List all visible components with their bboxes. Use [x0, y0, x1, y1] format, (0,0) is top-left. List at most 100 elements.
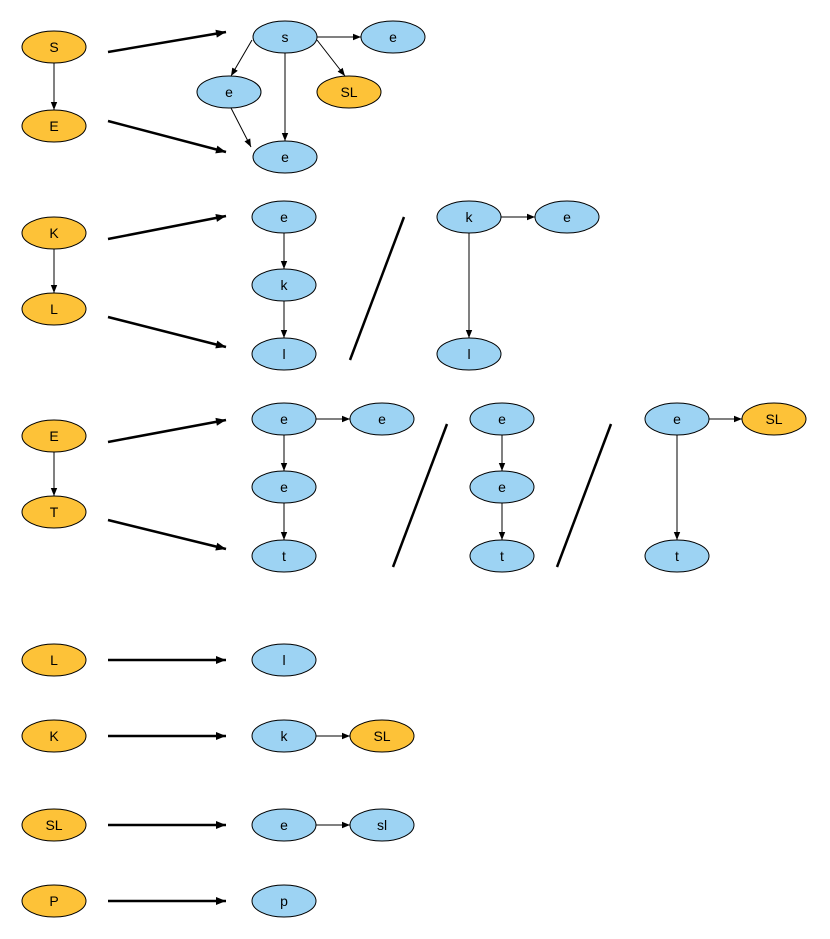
node-ellipse [21, 884, 87, 918]
node-ellipse [316, 75, 382, 109]
node-ellipse [21, 808, 87, 842]
node-r3c_t: t [644, 539, 710, 573]
node-label: e [225, 84, 233, 100]
node-r6_sl: sl [349, 808, 415, 842]
node-ellipse [436, 337, 502, 371]
node-label: s [282, 29, 289, 45]
node-label: K [49, 225, 59, 241]
node-r2a_k: k [251, 268, 317, 302]
node-ellipse [741, 402, 807, 436]
node-ellipse [251, 643, 317, 677]
node-label: K [49, 728, 59, 744]
node-label: sl [377, 817, 387, 833]
node-label: SL [45, 817, 62, 833]
node-ellipse [196, 75, 262, 109]
node-r1_E: E [21, 109, 87, 143]
node-ellipse [21, 216, 87, 250]
rule-arrow-1 [107, 29, 227, 54]
node-label: e [673, 411, 681, 427]
node-ellipse [644, 402, 710, 436]
node-r3c_SL: SL [741, 402, 807, 436]
node-label: P [49, 893, 58, 909]
node-r5_K: K [21, 719, 87, 753]
node-ellipse [21, 30, 87, 64]
node-r2b_k: k [436, 200, 502, 234]
node-ellipse [436, 200, 502, 234]
node-r7_p: p [251, 884, 317, 918]
node-label: e [280, 817, 288, 833]
node-label: S [49, 39, 58, 55]
node-ellipse [469, 402, 535, 436]
node-ellipse [349, 808, 415, 842]
node-r6_SL: SL [21, 808, 87, 842]
node-ellipse [251, 539, 317, 573]
node-r1_e_bottom: e [252, 140, 318, 174]
node-label: SL [765, 411, 782, 427]
node-ellipse [251, 470, 317, 504]
node-r2_L: L [21, 292, 87, 326]
node-r2a_l: l [251, 337, 317, 371]
node-ellipse [251, 268, 317, 302]
alternative-separator-3 [555, 423, 613, 568]
node-label: l [282, 652, 285, 668]
node-ellipse [251, 402, 317, 436]
rule-arrow-4 [107, 315, 227, 349]
node-r3c_e: e [644, 402, 710, 436]
node-r4_L: L [21, 643, 87, 677]
node-r2a_e: e [251, 200, 317, 234]
node-label: E [49, 118, 58, 134]
node-ellipse [349, 719, 415, 753]
node-ellipse [21, 109, 87, 143]
node-ellipse [360, 20, 426, 54]
node-ellipse [251, 200, 317, 234]
node-label: e [498, 479, 506, 495]
node-label: T [50, 504, 59, 520]
node-label: t [675, 548, 679, 564]
node-label: SL [340, 84, 357, 100]
node-label: e [280, 209, 288, 225]
node-label: e [498, 411, 506, 427]
node-r3a_e_mid: e [251, 470, 317, 504]
node-r1_e_right: e [360, 20, 426, 54]
edge-r1_e_left-to-r1_e_bottom [230, 107, 252, 148]
node-label: e [280, 479, 288, 495]
node-ellipse [21, 419, 87, 453]
node-label: l [467, 346, 470, 362]
edge-r1_s-to-r1_SL [316, 39, 346, 77]
node-ellipse [21, 643, 87, 677]
alternative-separator-2 [391, 423, 449, 568]
node-ellipse [349, 402, 415, 436]
rule-arrow-2 [107, 119, 227, 154]
node-r5_k: k [251, 719, 317, 753]
node-label: p [280, 893, 288, 909]
node-label: L [50, 652, 58, 668]
node-r3a_t: t [251, 539, 317, 573]
node-label: t [500, 548, 504, 564]
node-label: l [282, 346, 285, 362]
node-r7_P: P [21, 884, 87, 918]
node-label: t [282, 548, 286, 564]
node-ellipse [252, 140, 318, 174]
node-ellipse [21, 495, 87, 529]
node-ellipse [469, 470, 535, 504]
node-ellipse [534, 200, 600, 234]
node-r3b_t: t [469, 539, 535, 573]
node-r1_e_left: e [196, 75, 262, 109]
node-r3a_e_top: e [251, 402, 317, 436]
node-r3b_e_mid: e [469, 470, 535, 504]
node-r4_l: l [251, 643, 317, 677]
node-label: e [563, 209, 571, 225]
node-r3b_e_top: e [469, 402, 535, 436]
node-r2b_e: e [534, 200, 600, 234]
alternative-separator-1 [348, 216, 406, 361]
node-r1_S: S [21, 30, 87, 64]
node-r1_s: s [252, 20, 318, 54]
node-label: k [281, 728, 289, 744]
node-label: k [281, 277, 289, 293]
rule-arrow-3 [107, 213, 227, 241]
node-ellipse [251, 719, 317, 753]
rule-arrow-6 [107, 518, 227, 551]
node-label: e [280, 411, 288, 427]
edge-r1_s-to-r1_e_left [230, 39, 253, 77]
